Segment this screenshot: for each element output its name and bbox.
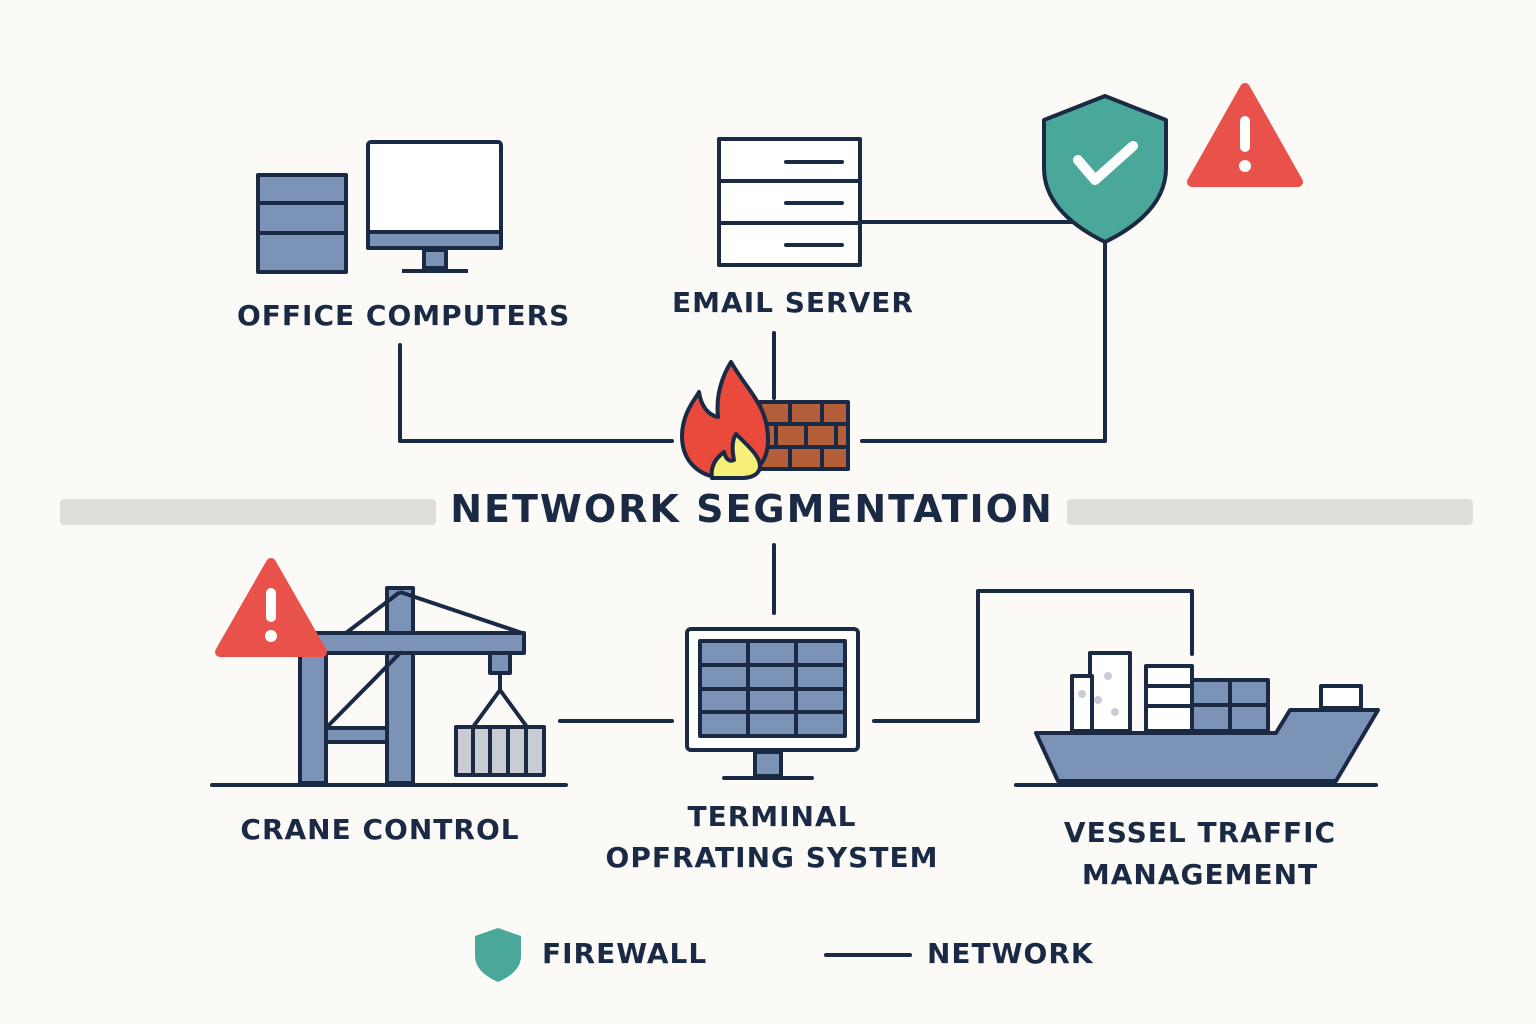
network-connections bbox=[398, 220, 1194, 723]
legend-firewall-label: FIREWALL bbox=[542, 937, 708, 970]
tos-label-line1: TERMINAL bbox=[687, 800, 857, 833]
link-shield-to-firewall bbox=[860, 240, 1107, 443]
email-server-label: EMAIL SERVER bbox=[672, 286, 914, 319]
vessel-icon bbox=[1014, 651, 1380, 787]
shield-check-icon bbox=[1042, 94, 1168, 244]
link-tos-to-vessel bbox=[872, 589, 1194, 723]
legend-network-label: NETWORK bbox=[927, 937, 1094, 970]
office-computers-icon bbox=[256, 140, 503, 274]
email-server-icon bbox=[717, 137, 862, 267]
warning-icon-top bbox=[1187, 83, 1303, 187]
legend-shield-icon bbox=[475, 928, 521, 982]
vessel-label-line1: VESSEL TRAFFIC bbox=[1063, 816, 1337, 849]
office-computers-label: OFFICE COMPUTERS bbox=[237, 299, 571, 332]
crane-control-label: CRANE CONTROL bbox=[240, 813, 520, 846]
crane-icon bbox=[210, 586, 568, 787]
vessel-label-line2: MANAGEMENT bbox=[1081, 858, 1319, 891]
terminal-monitor-icon bbox=[685, 627, 860, 780]
warning-icon-crane bbox=[215, 558, 327, 657]
segmentation-divider-right bbox=[1067, 499, 1473, 525]
segmentation-title: NETWORK SEGMENTATION bbox=[450, 487, 1054, 531]
tos-label-line2: OPFRATING SYSTEM bbox=[605, 841, 939, 874]
segmentation-divider-left bbox=[60, 499, 436, 525]
firewall-icon bbox=[680, 360, 850, 480]
link-office-to-firewall bbox=[398, 343, 674, 443]
